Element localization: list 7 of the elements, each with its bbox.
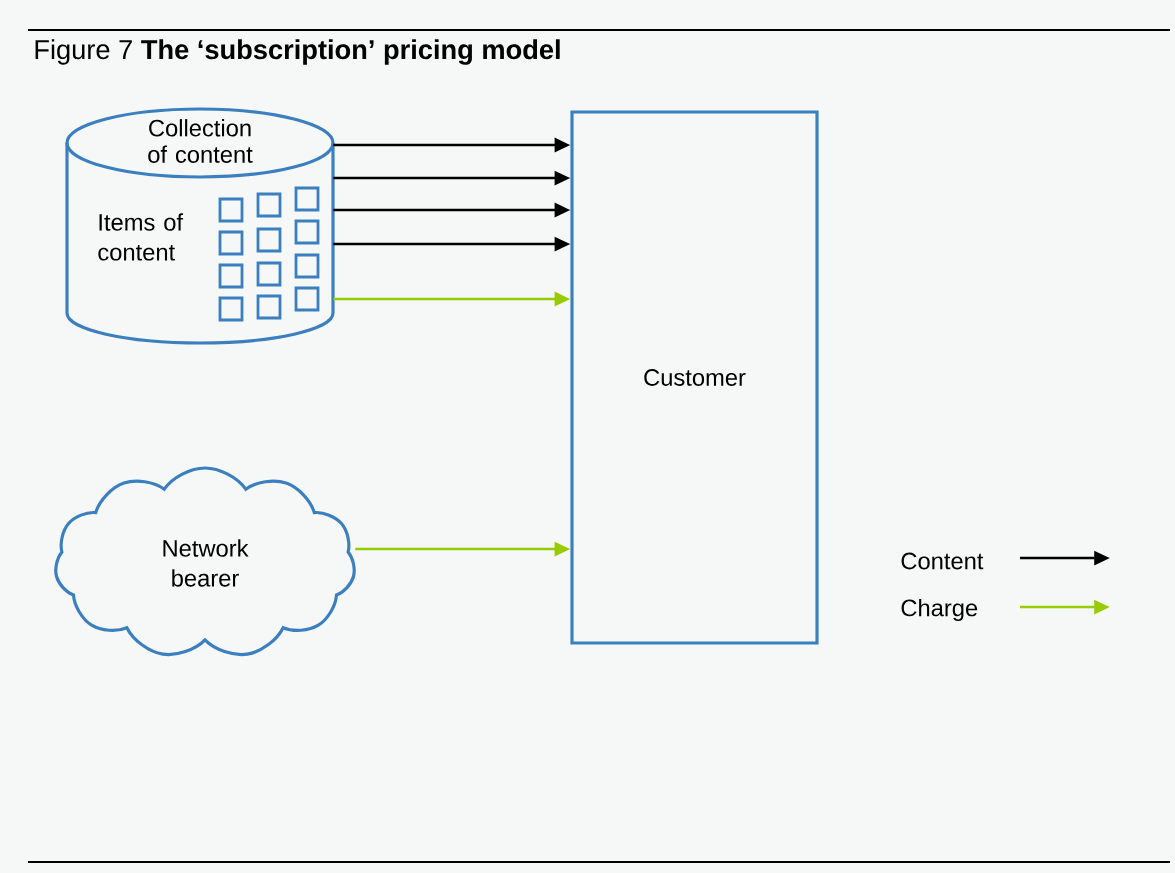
node-label: Items of content: [98, 213, 184, 261]
legend-label: Charge: [901, 598, 978, 622]
customer-box: Customer: [570, 110, 819, 645]
node-label: Collection of content: [148, 119, 253, 163]
cloud: Network bearer: [54, 466, 356, 657]
legend-label: Content: [901, 552, 984, 570]
figure-title: Figure 7 The ‘subscription’ pricing model: [35, 39, 560, 65]
